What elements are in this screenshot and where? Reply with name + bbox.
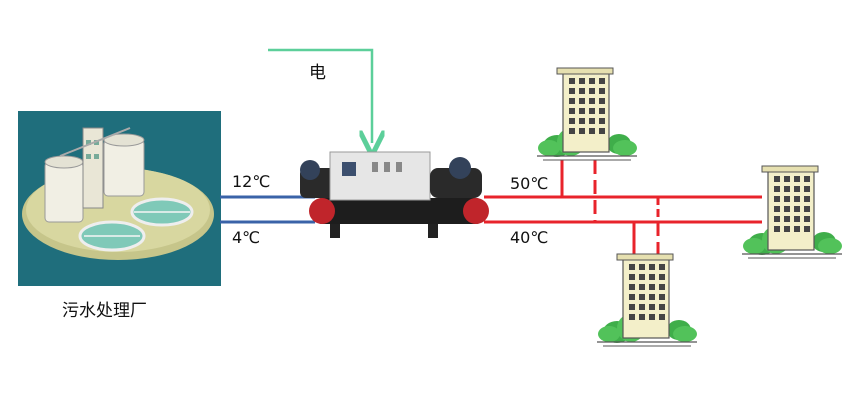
heat-pump-unit-icon (300, 151, 489, 238)
apartment-building-icon (596, 253, 698, 347)
inlet-temp-label: 12℃ (232, 172, 271, 191)
supply-temp-label: 50℃ (510, 174, 549, 193)
plant-label: 污水处理厂 (62, 301, 147, 321)
hot-water-network (484, 160, 762, 256)
power-arrow (268, 48, 372, 143)
apartment-building-icon (741, 165, 843, 259)
return-temp-label: 40℃ (510, 228, 549, 247)
electricity-label: 电 (309, 63, 326, 83)
sewage-treatment-plant-icon (18, 111, 221, 286)
apartment-building-icon (536, 67, 638, 161)
outlet-temp-label: 4℃ (232, 228, 261, 247)
